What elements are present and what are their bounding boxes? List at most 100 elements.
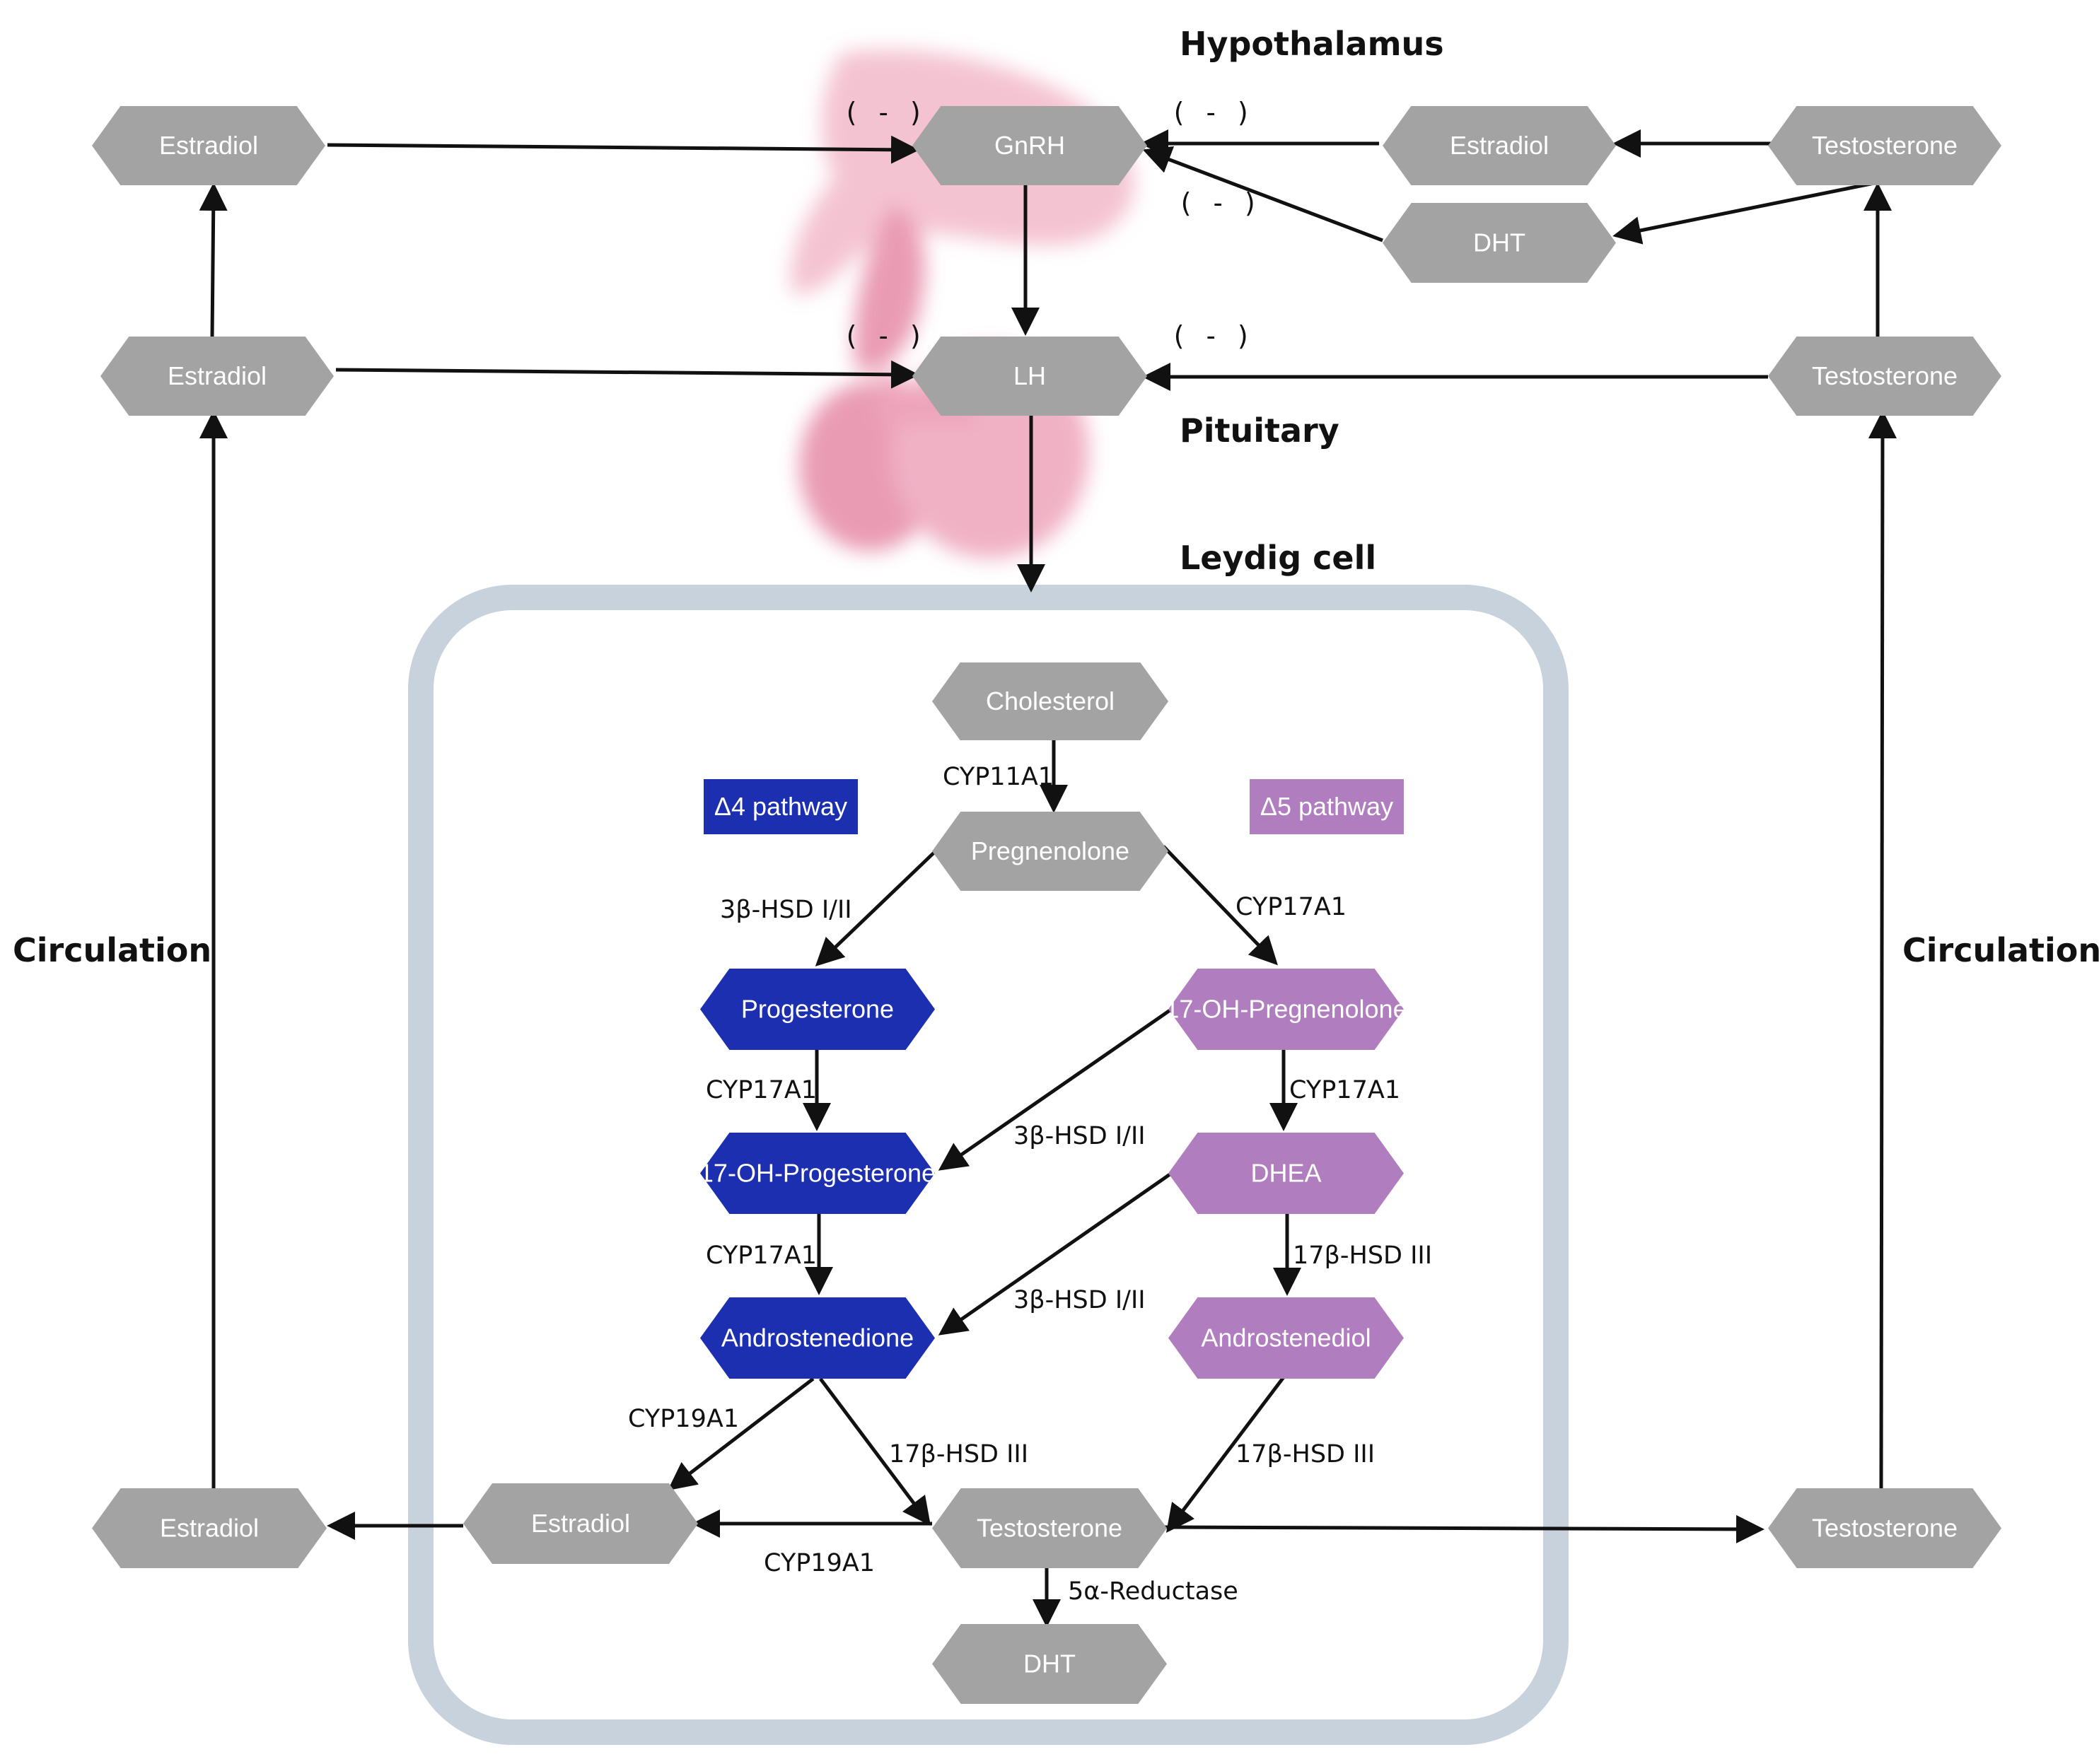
delta5-badge-label: Δ5 pathway [1260, 792, 1393, 821]
progesterone-node-shape [700, 969, 935, 1050]
feedback-gnrh-right-top: ( - ) [1170, 97, 1251, 128]
hypothalamus-title: Hypothalamus [1180, 25, 1444, 63]
testosterone-node-top-right-label: Testosterone [1812, 131, 1958, 160]
pregnenolone-node-label: Pregnenolone [971, 836, 1129, 865]
cholesterol-node-shape [932, 662, 1168, 740]
enzyme-cyp17a1-ohpregnenolone: CYP17A1 [1289, 1076, 1400, 1104]
arrow-dhea-to-androstenedione [938, 1169, 1175, 1336]
ohpregnenolone-node: 17-OH-Pregnenolone [1165, 969, 1407, 1050]
arrow-testosterone-to-dht-top [1612, 180, 1878, 245]
progesterone-node: Progesterone [700, 969, 935, 1050]
enzyme-cyp11a1: CYP11A1 [943, 763, 1054, 791]
delta4-badge-box [704, 779, 858, 834]
estradiol-node-mid-left-shape [100, 337, 334, 416]
lh-node-shape [912, 337, 1147, 416]
delta5-badge-box [1250, 779, 1404, 834]
testosterone-node-top-right: Testosterone [1768, 106, 2001, 185]
circulation-right-title: Circulation [1902, 931, 2099, 969]
arrow-testosterone-bottom-to-mid [1868, 410, 1897, 1491]
delta5-pathway-badge: Δ5 pathway [1250, 779, 1404, 834]
dht-node-cell: DHT [932, 1624, 1167, 1704]
gnrh-node-label: GnRH [994, 131, 1065, 160]
enzyme-3bhsd-ohpregnenolone: 3β-HSD I/II [1013, 1122, 1146, 1150]
testosterone-node-top-right-shape [1768, 106, 2001, 185]
dhea-node: DHEA [1168, 1133, 1404, 1214]
lh-node: LH [912, 337, 1147, 416]
testosterone-node-mid-right-label: Testosterone [1812, 361, 1958, 390]
dht-node-top-shape [1383, 203, 1616, 283]
estradiol-node-top-right-shape [1383, 106, 1616, 185]
estradiol-node-bottom-left-shape [92, 1488, 327, 1568]
enzyme-cyp19a1-testosterone: CYP19A1 [764, 1549, 875, 1577]
androstenediol-node-shape [1168, 1297, 1404, 1379]
feedback-lh-right: ( - ) [1170, 320, 1251, 351]
dht-node-top-label: DHT [1473, 228, 1525, 257]
dht-node-cell-label: DHT [1023, 1649, 1076, 1678]
dht-node-top: DHT [1383, 203, 1616, 283]
arrow-estradiol-to-gnrh [327, 135, 919, 164]
dhea-node-label: DHEA [1250, 1159, 1321, 1188]
dht-node-cell-shape [932, 1624, 1167, 1704]
testosterone-node-mid-right: Testosterone [1768, 337, 2001, 416]
androstenedione-node: Androstenedione [700, 1297, 935, 1379]
estradiol-node-mid-left: Estradiol [100, 337, 334, 416]
circulation-left-title: Circulation [13, 931, 211, 969]
enzyme-3bhsd-pregnenolone: 3β-HSD I/II [720, 896, 852, 924]
feedback-lh-left: ( - ) [843, 320, 924, 351]
delta4-badge-label: Δ4 pathway [714, 792, 847, 821]
gnrh-node-shape [912, 106, 1147, 185]
leydig-cell-title: Leydig cell [1180, 539, 1376, 577]
cholesterol-node-label: Cholesterol [986, 687, 1115, 715]
gnrh-node: GnRH [912, 106, 1147, 185]
androstenediol-node-label: Androstenediol [1201, 1324, 1371, 1353]
testosterone-node-cell-shape [932, 1488, 1167, 1568]
estradiol-node-cell: Estradiol [463, 1483, 698, 1564]
arrow-dht-to-gnrh [1142, 146, 1383, 243]
ohpregnenolone-node-shape [1168, 969, 1404, 1050]
feedback-gnrh-left: ( - ) [843, 97, 924, 128]
estradiol-node-top-left-shape [92, 106, 325, 185]
estradiol-node-cell-shape [463, 1483, 698, 1564]
arrow-pregnenolone-to-ohpregnenolone [1162, 845, 1278, 966]
estradiol-node-bottom-left: Estradiol [92, 1488, 327, 1568]
enzyme-cyp17a1-progesterone: CYP17A1 [706, 1076, 817, 1104]
estradiol-node-top-right-label: Estradiol [1450, 131, 1549, 160]
enzyme-5a-reductase: 5α-Reductase [1068, 1577, 1238, 1606]
testosterone-node-mid-right-shape [1768, 337, 2001, 416]
testosterone-node-cell: Testosterone [932, 1488, 1167, 1568]
pregnenolone-node: Pregnenolone [932, 812, 1168, 891]
dhea-node-shape [1168, 1133, 1404, 1214]
androstenediol-node: Androstenediol [1168, 1297, 1404, 1379]
arrows [199, 129, 1897, 1628]
androstenedione-node-label: Androstenedione [721, 1324, 914, 1353]
ohprogesterone-node-label: 17-OH-Progesterone [699, 1159, 936, 1188]
arrow-androstenedione-to-estradiol-cell [668, 1377, 815, 1491]
lh-node-label: LH [1013, 361, 1046, 390]
arrow-ohpregnenolone-to-ohprogesterone [938, 1005, 1175, 1171]
estradiol-node-mid-left-label: Estradiol [168, 361, 267, 390]
enzyme-17bhsd-androstenediol: 17β-HSD III [1235, 1440, 1375, 1468]
feedback-gnrh-right-bottom: ( - ) [1178, 187, 1258, 218]
delta4-pathway-badge: Δ4 pathway [704, 779, 858, 834]
enzyme-17bhsd-dhea: 17β-HSD III [1293, 1242, 1432, 1270]
ohpregnenolone-node-label: 17-OH-Pregnenolone [1165, 995, 1407, 1024]
arrow-estradiol-mid-to-lh [335, 360, 919, 389]
estradiol-node-bottom-left-label: Estradiol [160, 1514, 259, 1543]
enzyme-3bhsd-dhea: 3β-HSD I/II [1013, 1286, 1146, 1314]
enzyme-cyp17a1-ohprogesterone: CYP17A1 [706, 1242, 817, 1270]
leydig-cell-boundary [408, 585, 1569, 1745]
pituitary-title: Pituitary [1180, 411, 1339, 450]
arrow-pregnenolone-to-progesterone [815, 845, 942, 966]
cholesterol-node: Cholesterol [932, 662, 1168, 740]
testosterone-node-bottom-right: Testosterone [1768, 1488, 2001, 1568]
arrow-estradiol-mid-to-top [199, 182, 228, 339]
arrow-testosterone-cell-to-bottom-right [1163, 1514, 1764, 1543]
arrow-androstenediol-to-testosterone-cell [1165, 1376, 1285, 1533]
enzyme-cyp19a1-androstenedione: CYP19A1 [628, 1405, 739, 1433]
enzyme-cyp17a1-pregnenolone: CYP17A1 [1235, 893, 1347, 921]
estradiol-node-top-left: Estradiol [92, 106, 325, 185]
pregnenolone-node-shape [932, 812, 1168, 891]
ohprogesterone-node: 17-OH-Progesterone [699, 1133, 936, 1214]
